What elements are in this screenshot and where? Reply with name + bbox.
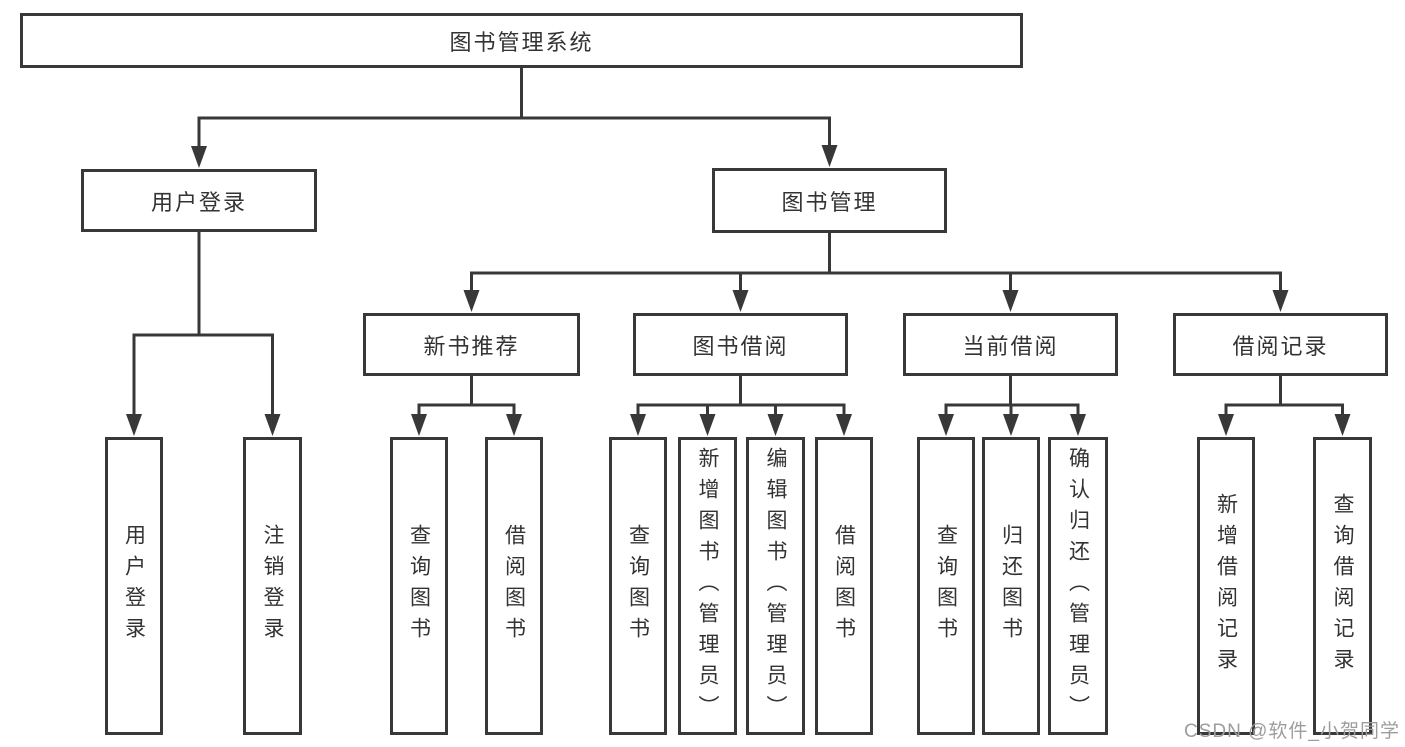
node-label: 编辑图书（管理员） bbox=[764, 446, 787, 726]
node-br-query: 查询借阅记录 bbox=[1313, 437, 1372, 735]
node-label: 图书管理 bbox=[781, 189, 878, 215]
node-book-borrow: 图书借阅 bbox=[633, 313, 848, 376]
node-label: 注销登录 bbox=[261, 524, 284, 648]
node-label: 借阅记录 bbox=[1232, 333, 1329, 359]
node-cb-confirm: 确认归还（管理员） bbox=[1048, 437, 1108, 735]
node-cb-query: 查询图书 bbox=[917, 437, 975, 735]
node-label: 当前借阅 bbox=[962, 333, 1059, 359]
node-label: 借阅图书 bbox=[832, 524, 856, 648]
node-current-borrow: 当前借阅 bbox=[903, 313, 1118, 376]
node-nb-query: 查询图书 bbox=[390, 437, 448, 735]
node-borrow-records: 借阅记录 bbox=[1173, 313, 1388, 376]
node-label: 新增图书（管理员） bbox=[696, 446, 719, 726]
node-label: 查询借阅记录 bbox=[1331, 493, 1354, 679]
node-label: 用户登录 bbox=[150, 189, 247, 215]
node-bb-edit: 编辑图书（管理员） bbox=[746, 437, 805, 735]
node-new-book-recommend: 新书推荐 bbox=[363, 313, 580, 376]
node-user-login: 用户登录 bbox=[105, 437, 163, 735]
node-label: 查询图书 bbox=[626, 524, 650, 648]
node-label: 图书管理系统 bbox=[449, 29, 594, 55]
node-label: 图书借阅 bbox=[692, 333, 789, 359]
node-bb-add: 新增图书（管理员） bbox=[678, 437, 737, 735]
node-label: 归还图书 bbox=[999, 524, 1023, 648]
node-logout: 注销登录 bbox=[243, 437, 302, 735]
node-br-add: 新增借阅记录 bbox=[1197, 437, 1255, 735]
node-label: 确认归还（管理员） bbox=[1066, 446, 1090, 726]
node-bb-borrow: 借阅图书 bbox=[815, 437, 873, 735]
node-label: 借阅图书 bbox=[502, 524, 526, 648]
node-label: 查询图书 bbox=[934, 524, 958, 648]
node-bb-query: 查询图书 bbox=[609, 437, 667, 735]
node-nb-borrow: 借阅图书 bbox=[485, 437, 543, 735]
node-label: 新增借阅记录 bbox=[1214, 493, 1238, 679]
node-label: 查询图书 bbox=[407, 524, 431, 648]
node-cb-return: 归还图书 bbox=[982, 437, 1040, 735]
node-book-mgmt: 图书管理 bbox=[712, 168, 947, 233]
node-root: 图书管理系统 bbox=[20, 13, 1023, 68]
csdn-watermark: CSDN @软件_小贺同学 bbox=[1184, 721, 1400, 742]
node-label: 用户登录 bbox=[122, 524, 146, 648]
node-user-login-group: 用户登录 bbox=[81, 169, 317, 232]
node-label: 新书推荐 bbox=[423, 333, 520, 359]
